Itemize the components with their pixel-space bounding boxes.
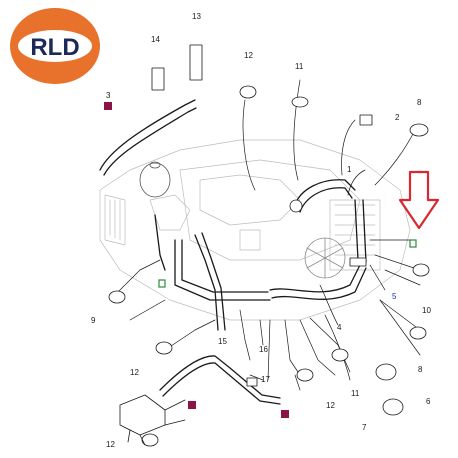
callout-6: 6 xyxy=(426,397,431,406)
callout-16: 16 xyxy=(259,345,268,354)
callout-11-bottom: 11 xyxy=(351,389,360,398)
callout-12-left: 12 xyxy=(130,368,139,377)
callout-15: 15 xyxy=(218,337,227,346)
heater-valve xyxy=(119,394,186,446)
marker-square xyxy=(281,410,289,418)
red-arrow-icon xyxy=(398,170,440,230)
engine-bay-sketch xyxy=(99,139,411,321)
callout-12-valve: 12 xyxy=(106,440,115,449)
green-tags xyxy=(158,239,417,288)
marker-square xyxy=(104,102,112,110)
rld-logo: RLD xyxy=(8,6,102,86)
hoses xyxy=(99,99,367,405)
hose-clips xyxy=(108,44,430,447)
callout-17: 17 xyxy=(261,375,270,384)
callout-10: 10 xyxy=(422,306,431,315)
leader-lines xyxy=(114,59,421,391)
marker-squares xyxy=(104,102,289,418)
callout-2: 2 xyxy=(395,113,400,122)
expansion-tank xyxy=(139,161,171,198)
callout-12-top: 12 xyxy=(244,51,253,60)
callout-7: 7 xyxy=(362,423,367,432)
callout-5: 5 xyxy=(392,292,397,301)
callout-9: 9 xyxy=(91,316,96,325)
callout-3: 3 xyxy=(106,91,111,100)
marker-square xyxy=(188,401,196,409)
callout-8-top: 8 xyxy=(417,98,422,107)
callout-1: 1 xyxy=(347,165,352,174)
green-tag xyxy=(158,279,166,288)
callout-14: 14 xyxy=(151,35,160,44)
logo-text: RLD xyxy=(30,34,79,61)
callout-11-top: 11 xyxy=(295,62,304,71)
callout-13: 13 xyxy=(192,12,201,21)
callout-labels: 1 2 3 4 5 6 7 8 8 9 10 11 11 12 12 12 12… xyxy=(91,12,431,449)
callout-8-bottom: 8 xyxy=(418,365,423,374)
callout-12-bottom: 12 xyxy=(326,401,335,410)
green-tag xyxy=(409,239,417,248)
callout-4: 4 xyxy=(337,323,342,332)
fan-sketch xyxy=(304,237,346,279)
